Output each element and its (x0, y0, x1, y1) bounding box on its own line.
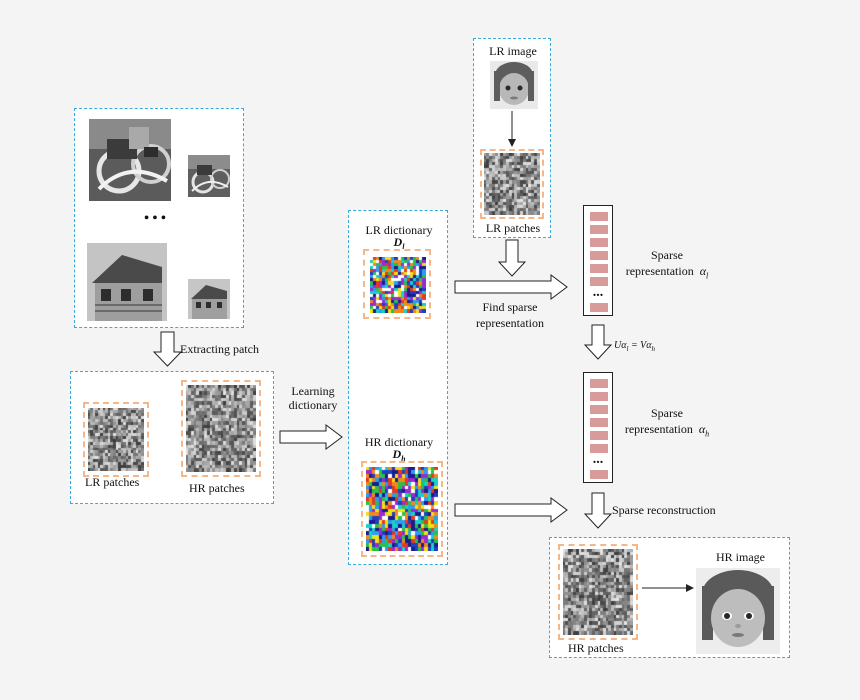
mapping-equation: Uαl = Vαh (614, 340, 656, 353)
sparse-vector-hr: ... (583, 372, 613, 483)
lr-dictionary-symbol: Dl (393, 235, 405, 252)
sparse-coef-bar (590, 303, 608, 312)
sparse-coef-bar (590, 405, 608, 414)
lr-dictionary-frame (363, 249, 431, 319)
bike-photo-large (89, 119, 171, 201)
dictionary-box: LR dictionary Dl HR dictionary Dh (348, 210, 448, 565)
sparse-coef-bar (590, 470, 608, 479)
hr-face-photo (696, 568, 780, 654)
sparse-rep-lr-line1: Sparse (651, 248, 683, 262)
lr-input-patch-frame (480, 149, 544, 219)
arrow-reconstruct (454, 497, 568, 523)
vector-ellipsis: ... (592, 452, 604, 467)
bike-photo-small (188, 155, 230, 197)
sparse-coef-bar (590, 418, 608, 427)
learning-dictionary-line1: Learning (291, 384, 335, 398)
arrow-learn (279, 424, 343, 450)
learning-dictionary-line2: dictionary (288, 398, 338, 412)
learning-dictionary-label: Learning dictionary (280, 384, 346, 412)
arrow-mapping (583, 324, 613, 360)
extracting-patch-label: Extracting patch (180, 342, 259, 356)
sparse-coef-bar (590, 251, 608, 260)
house-photo-large (87, 243, 167, 321)
arrow-find-sparse (454, 274, 568, 300)
house-photo-small (188, 279, 230, 319)
sparse-coef-bar (590, 264, 608, 273)
sparse-reconstruction-label: Sparse reconstruction (612, 503, 716, 517)
find-sparse-label: Find sparse representation (460, 300, 560, 330)
sparse-coef-bar (590, 379, 608, 388)
hr-dictionary-atoms (366, 467, 438, 551)
hr-dictionary-frame (361, 461, 443, 557)
sparse-coef-bar (590, 392, 608, 401)
output-box: HR patches HR image (549, 537, 790, 658)
hr-patches-left-label: HR patches (189, 481, 245, 495)
sparse-coef-bar (590, 212, 608, 221)
training-images-box: • • • (74, 108, 244, 328)
hr-patch-texture (186, 385, 256, 472)
sparse-rep-hr-label: Sparse representation αh (612, 406, 722, 441)
hr-output-patch-texture (563, 549, 633, 635)
sparse-rep-hr-line2: representation αh (624, 422, 710, 439)
training-patches-box: LR patches HR patches (70, 371, 274, 504)
find-sparse-line2: representation (476, 316, 544, 330)
arrow-head-lr (508, 139, 516, 147)
sparse-rep-hr-line1: Sparse (651, 406, 683, 420)
arrow-head-hr (686, 584, 694, 592)
arrow-patches-down (497, 239, 527, 277)
arrow-extract (152, 331, 183, 367)
hr-dictionary-label: HR dictionary (364, 435, 434, 449)
lr-patches-left-label: LR patches (85, 475, 140, 489)
hr-output-patch-frame (558, 544, 638, 640)
arrow-reconstruction-down (583, 492, 613, 529)
sparse-rep-lr-line2: representation αl (625, 264, 709, 281)
lr-input-patch-texture (484, 153, 540, 215)
lr-patch-frame-left (83, 402, 149, 477)
lr-input-box: LR image LR patches (473, 38, 551, 238)
hr-patch-frame-left (181, 380, 261, 477)
sparse-rep-lr-label: Sparse representation αl (612, 248, 722, 283)
sparse-vector-lr: ... (583, 205, 613, 316)
sparse-coef-bar (590, 431, 608, 440)
hr-patches-bottom-label: HR patches (568, 641, 624, 655)
sparse-coef-bar (590, 277, 608, 286)
find-sparse-line1: Find sparse (482, 300, 538, 314)
sparse-coef-bar (590, 238, 608, 247)
hr-image-label: HR image (716, 550, 765, 564)
sparse-coef-bar (590, 225, 608, 234)
lr-face-photo (490, 61, 538, 109)
sparse-coef-bar (590, 444, 608, 453)
lr-dictionary-atoms (370, 257, 426, 313)
lr-patch-texture (88, 408, 144, 471)
hr-dictionary-symbol: Dh (392, 447, 406, 464)
vector-ellipsis: ... (592, 285, 604, 300)
lr-patches-top-label: LR patches (485, 221, 541, 235)
lr-dictionary-label: LR dictionary (365, 223, 433, 237)
training-ellipsis: • • • (144, 211, 166, 226)
lr-image-label: LR image (489, 44, 537, 58)
